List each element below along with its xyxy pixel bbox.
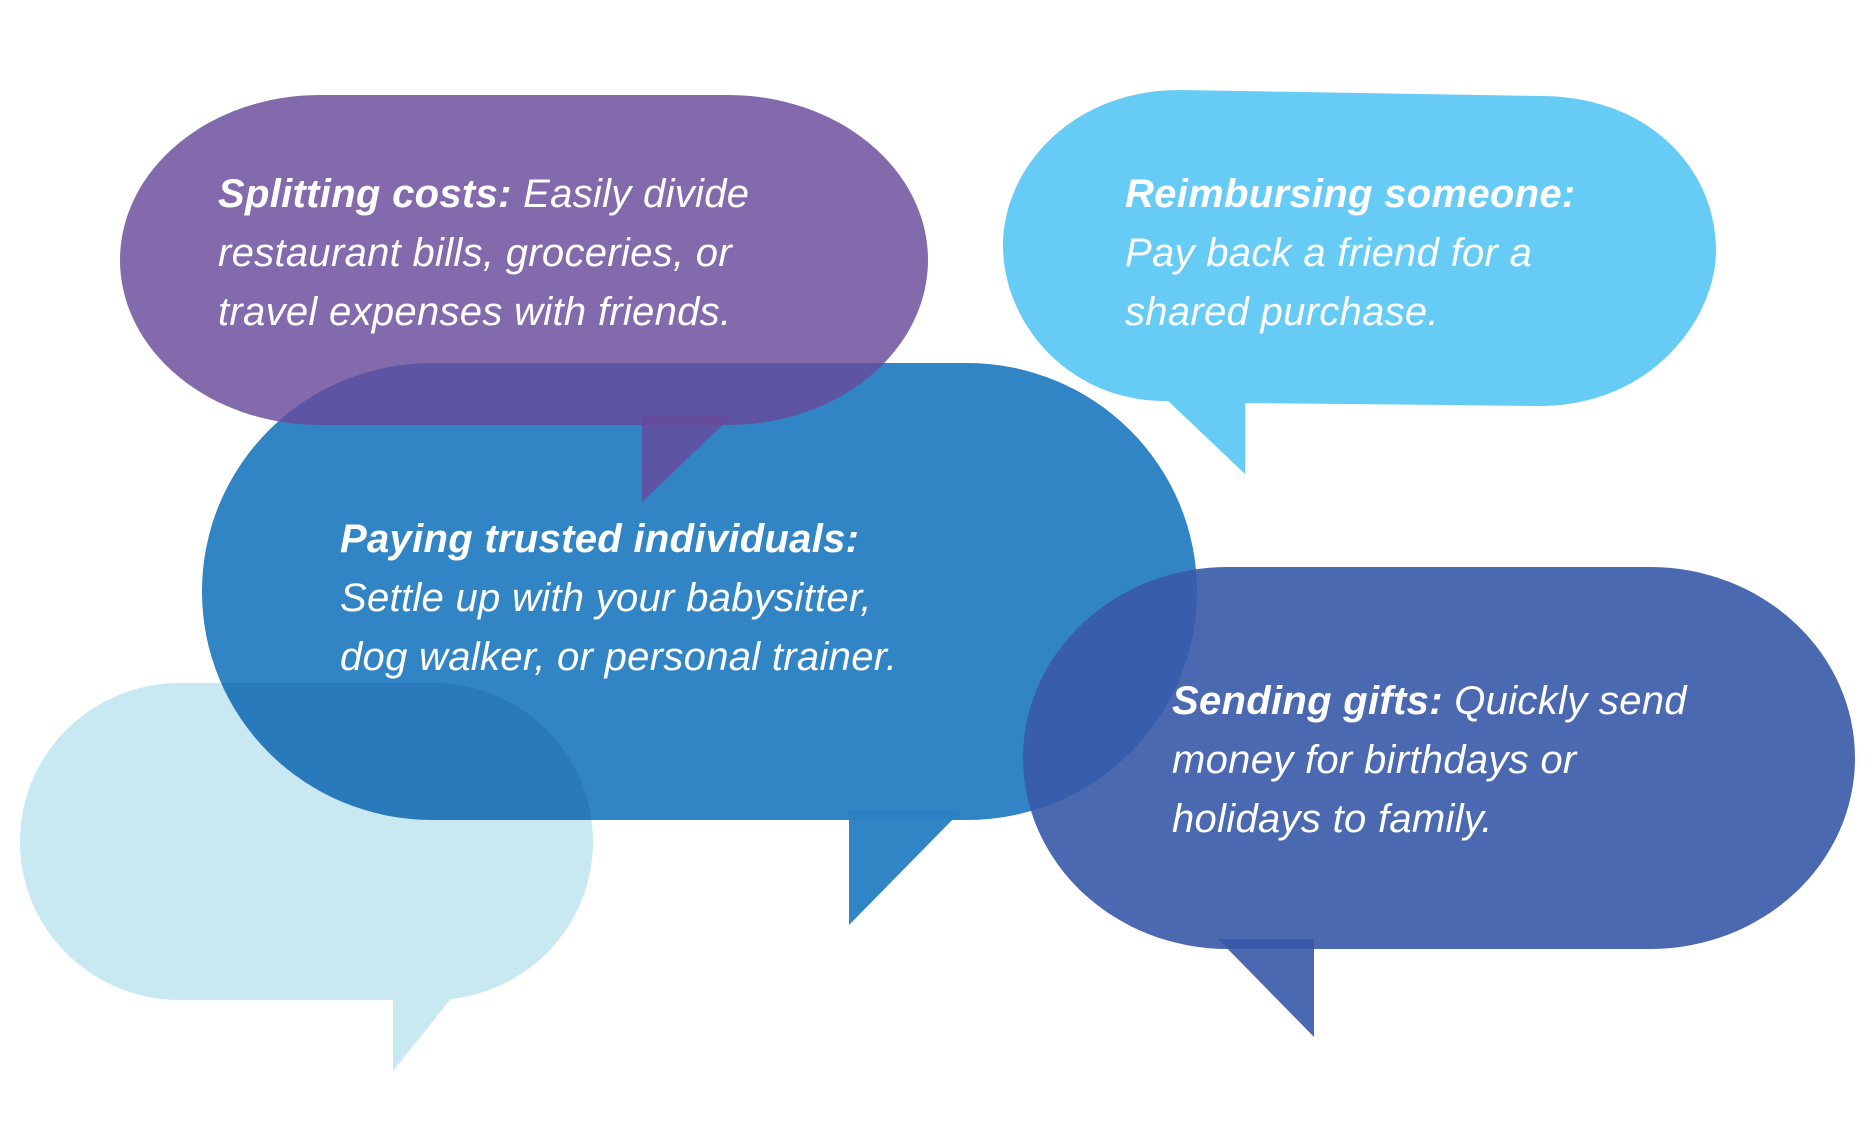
bubble-text: shared purchase. <box>1125 290 1439 334</box>
bubble-paying-trusted-individuals: Paying trusted individuals: Settle up wi… <box>340 510 897 687</box>
bubble-heading: Reimbursing someone: <box>1125 172 1576 216</box>
bubble-heading: Sending gifts: <box>1172 679 1443 723</box>
bubble-heading: Splitting costs: <box>218 172 512 216</box>
bubble-text: holidays to family. <box>1172 797 1493 841</box>
bubble-reimbursing-someone: Reimbursing someone: Pay back a friend f… <box>1125 165 1576 342</box>
bubble-sending-gifts: Sending gifts: Quickly send money for bi… <box>1172 672 1687 849</box>
text-line: Reimbursing someone: <box>1125 165 1576 224</box>
bubble-text: Settle up with your babysitter, <box>340 576 872 620</box>
bubble-text: Pay back a friend for a <box>1125 231 1533 275</box>
text-line: Sending gifts: Quickly send <box>1172 672 1687 731</box>
bubble-text: Easily divide <box>523 172 750 216</box>
bubble-splitting-costs-shape <box>120 95 928 502</box>
bubble-text: restaurant bills, groceries, or <box>218 231 732 275</box>
bubble-text: dog walker, or personal trainer. <box>340 635 898 679</box>
text-line: Paying trusted individuals: <box>340 510 897 569</box>
bubble-heading: Paying trusted individuals: <box>340 517 860 561</box>
bubble-text: travel expenses with friends. <box>218 290 732 334</box>
bubble-text: Quickly send <box>1454 679 1687 723</box>
bubble-splitting-costs: Splitting costs: Easily divide restauran… <box>218 165 749 342</box>
bubble-text: money for birthdays or <box>1172 738 1577 782</box>
bubble-reimbursing-someone-shape <box>1003 90 1716 474</box>
bubble-sending-gifts-shape <box>1023 567 1855 1037</box>
bubble-paying-trusted-individuals-shape <box>202 363 1197 925</box>
text-line: Splitting costs: Easily divide <box>218 165 749 224</box>
